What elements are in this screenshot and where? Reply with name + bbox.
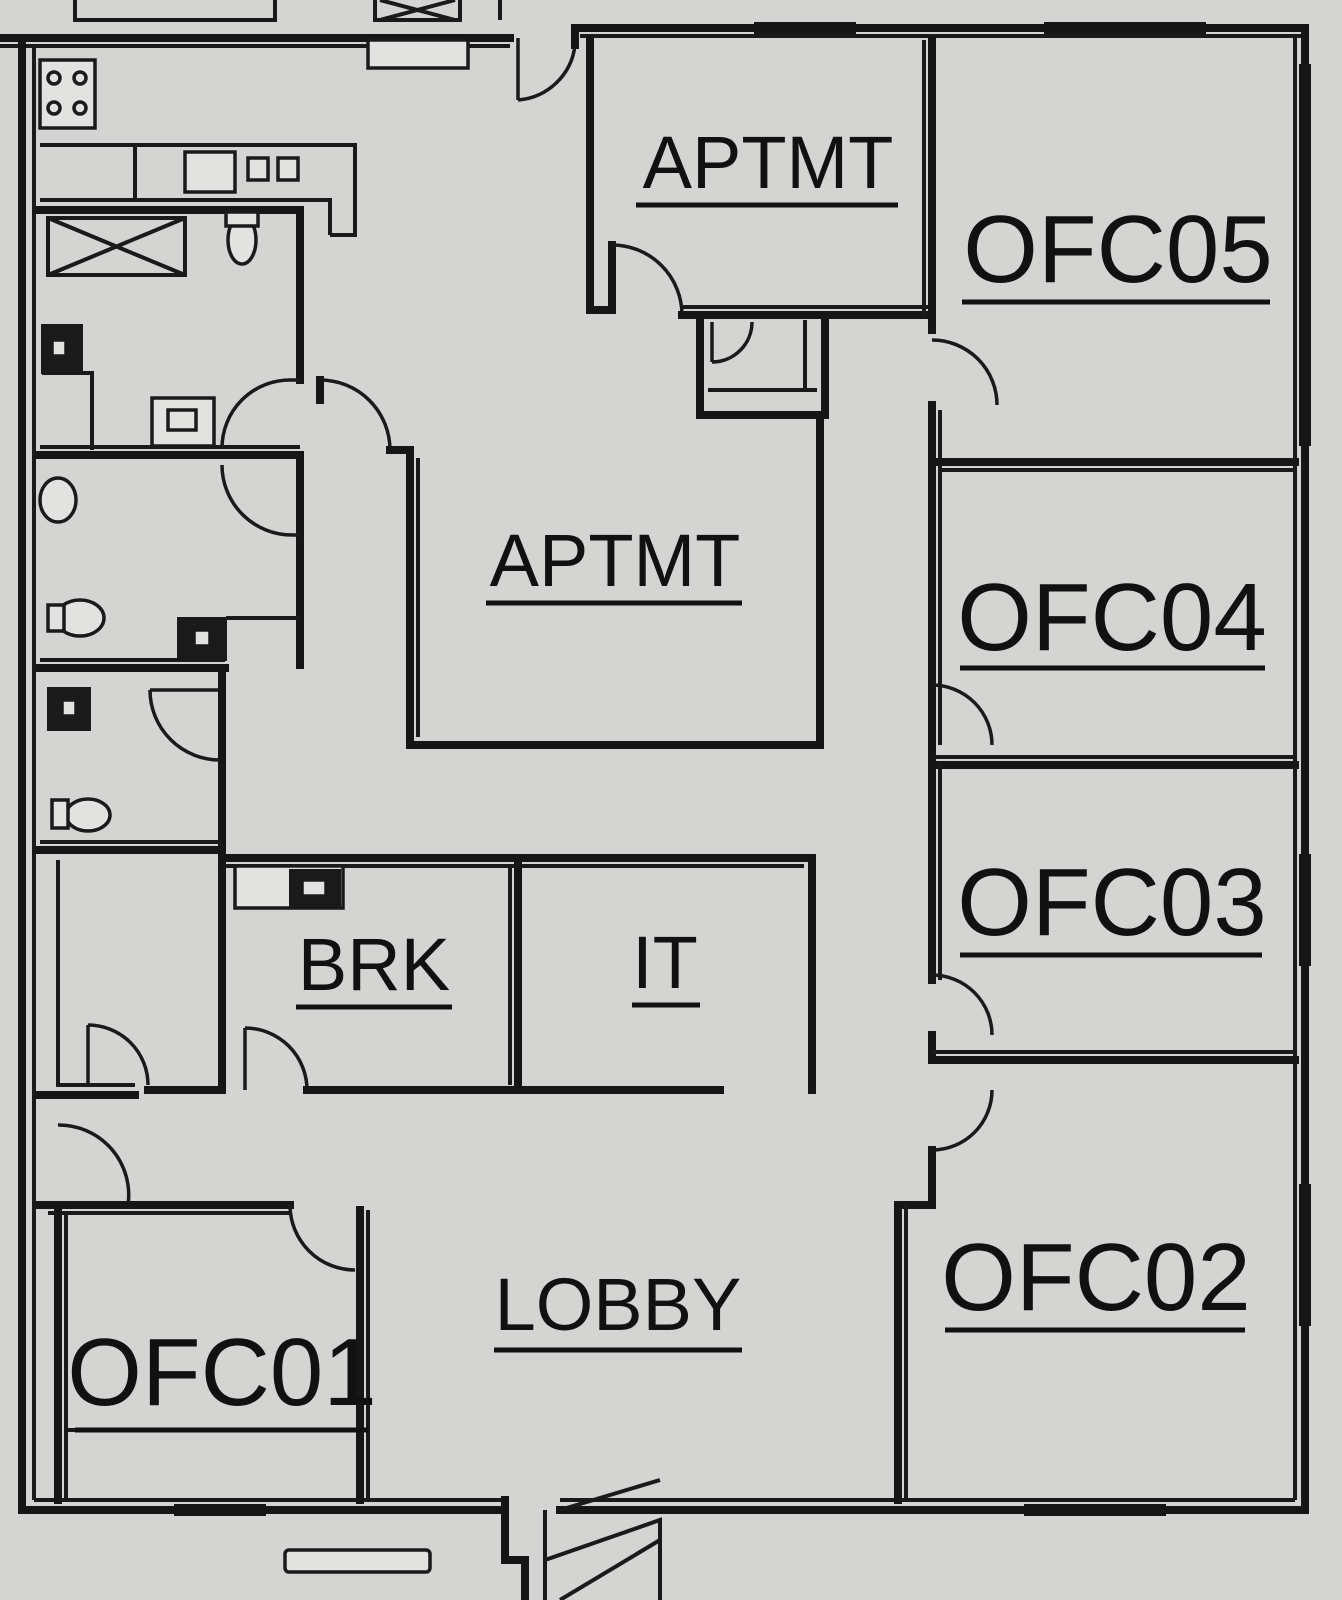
label-ofc01: OFC01: [67, 1319, 376, 1426]
label-lobby: LOBBY: [495, 1263, 742, 1346]
label-ofc04: OFC04: [957, 564, 1266, 671]
room-aptmt-center: [316, 376, 824, 749]
office-column-walls: [894, 311, 1299, 1504]
label-ofc05: OFC05: [963, 196, 1272, 303]
top-exterior-details: [73, 0, 502, 70]
room-ofc01: [36, 1123, 370, 1504]
bottom-entry: [283, 1478, 662, 1600]
label-ofc02: OFC02: [941, 1224, 1250, 1331]
label-brk: BRK: [298, 923, 450, 1006]
room-brk-it: [218, 854, 816, 1094]
label-ofc03: OFC03: [957, 849, 1266, 956]
label-it: IT: [632, 921, 698, 1004]
room-labels: APTMT APTMT OFC05 OFC04 OFC03 OFC02 OFC0…: [67, 121, 1273, 1433]
kitchenette-fixtures: [38, 58, 357, 237]
label-aptmt-upper: APTMT: [643, 121, 894, 204]
restroom-lower: [36, 664, 226, 1094]
restroom-middle: [38, 451, 304, 669]
label-aptmt-center: APTMT: [490, 519, 741, 602]
closet-lower-left: [36, 860, 226, 1099]
restroom-upper: [36, 206, 304, 450]
top-entry-door: [516, 24, 579, 102]
room-aptmt-upper: [586, 36, 936, 419]
